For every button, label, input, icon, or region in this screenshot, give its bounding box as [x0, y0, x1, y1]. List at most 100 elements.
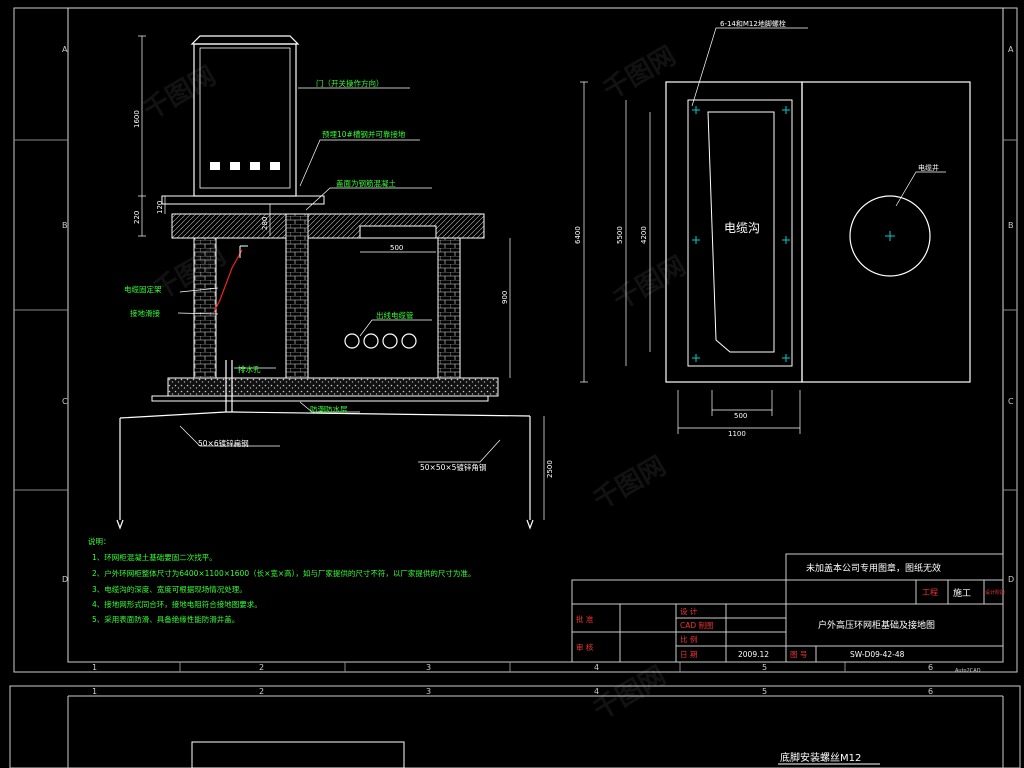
border-letter-d: D — [62, 575, 68, 584]
label-well: 电缆井 — [918, 163, 939, 172]
col-number-3: 3 — [426, 663, 431, 672]
elevation-view: 1600 220 120 280 500 900 2500 门（开关操作方向） … — [116, 35, 554, 530]
note-3: 3、电缆沟的深度、宽度可根据现场情况处理。 — [92, 584, 247, 594]
cable-pipe-4 — [401, 333, 417, 349]
well-area — [801, 81, 971, 383]
concrete-cover-slab — [171, 213, 485, 239]
stamp-note: 未加盖本公司专用图章，图纸无效 — [806, 562, 941, 574]
dim-500-elev: 500 — [390, 244, 403, 252]
slab-opening — [359, 225, 437, 239]
grounding-grid — [116, 411, 534, 530]
border-letters: A B C D A B C D — [62, 45, 1014, 584]
date-value: 2009.12 — [738, 650, 769, 659]
pit-outline — [687, 99, 793, 367]
stage-small: 设计阶段 — [985, 589, 1005, 596]
lower-col-2: 2 — [259, 687, 264, 696]
cable-well — [849, 195, 931, 277]
drawing-title: 户外高压环网柜基础及接地图 — [818, 619, 935, 631]
col-number-2: 2 — [259, 663, 264, 672]
cable-pipe-1 — [344, 333, 360, 349]
elevation-dimension-text: 1600 220 120 280 500 900 2500 — [133, 110, 554, 478]
cable-trench-outline — [707, 111, 775, 353]
design-row-4: 日 期 — [680, 650, 697, 659]
gravel-base — [167, 377, 499, 397]
design-row-3: 比 例 — [680, 634, 697, 644]
plan-dimension-text: 6400 5500 4200 500 1100 — [574, 226, 747, 438]
col-number-5: 5 — [762, 663, 767, 672]
note-4: 4、接地网形式同合环，接地电阻符合接地图要求。 — [92, 599, 262, 609]
elevation-leaders — [177, 87, 501, 463]
project-label: 工程 — [922, 588, 938, 597]
drawing-no: SW-D09-42-48 — [850, 650, 905, 659]
label-drain: 排水孔 — [238, 364, 261, 374]
dim-6400: 6400 — [574, 226, 582, 244]
approve-row-1: 批 准 — [576, 614, 594, 624]
dim-900: 900 — [501, 291, 509, 304]
border-letter-c-right: C — [1008, 397, 1014, 406]
title-block — [571, 553, 1004, 663]
column-numbers: 1 2 3 4 5 6 Auto2CAD — [92, 663, 981, 674]
label-waterproof: 防潮防水层 — [310, 404, 348, 414]
lower-col-6: 6 — [928, 687, 933, 696]
col-number-1: 1 — [92, 663, 97, 672]
dim-1100: 1100 — [728, 430, 746, 438]
watermark-5: 千图网 — [589, 451, 672, 516]
label-cover: 盖面为钢筋混凝土 — [336, 178, 396, 188]
watermark-1: 千图网 — [139, 61, 222, 126]
sheet-frame — [13, 7, 1018, 673]
title-block-text: 未加盖本公司专用图章，图纸无效 工程 施工 设计阶段 户外高压环网柜基础及接地图… — [576, 562, 1005, 659]
dim-4200: 4200 — [640, 226, 648, 244]
design-row-1: 设 计 — [680, 606, 698, 616]
dim-5500: 5500 — [616, 226, 624, 244]
label-bolts: 6-14和M12地脚螺栓 — [720, 19, 786, 28]
design-notes: 说明： 1、环网柜混凝土基础要固二次找平。 2、户外环网柜整体尺寸为6400×1… — [88, 536, 475, 624]
brick-wall-right — [437, 237, 461, 379]
plan-leaders — [691, 27, 946, 207]
note-2: 2、户外环网柜整体尺寸为6400×1100×1600（长×宽×高），如与厂家提供… — [92, 568, 475, 578]
lower-col-5: 5 — [762, 687, 767, 696]
dim-1600: 1600 — [133, 110, 141, 128]
elevation-white-labels: 50×6镀锌扁钢 50×50×5镀锌角钢 — [198, 438, 486, 472]
watermark-3: 千图网 — [149, 241, 232, 306]
plan-view: 6400 5500 4200 500 1100 6-14和M12地脚螺栓 电缆沟… — [574, 19, 971, 438]
ring-main-unit-cabinet — [190, 35, 300, 197]
label-outlet-pipe: 出线电缆管 — [376, 310, 414, 320]
lower-col-4: 4 — [594, 687, 599, 696]
watermark-6: 千图网 — [589, 661, 672, 726]
plan-dimensions — [580, 81, 801, 434]
label-flat-steel: 50×6镀锌扁钢 — [198, 438, 249, 448]
elevation-dimensions — [138, 35, 545, 520]
border-letter-b: B — [62, 221, 68, 230]
note-5: 5、采用表面防滑、具备绝缘性能防滑井盖。 — [92, 614, 239, 624]
notes-heading: 说明： — [88, 536, 111, 546]
lower-sheet-numbers: 1 2 3 4 5 6 — [92, 687, 933, 696]
scale-note: Auto2CAD — [955, 668, 981, 674]
label-angle-steel: 50×50×5镀锌角钢 — [420, 462, 486, 472]
lower-col-3: 3 — [426, 687, 431, 696]
approve-row-2: 审 核 — [576, 642, 594, 652]
col-number-6: 6 — [928, 663, 933, 672]
embedded-channel-steel — [161, 195, 325, 205]
dim-220: 220 — [133, 211, 141, 224]
outlet-cable-pipes — [344, 333, 417, 349]
bolt-markers — [692, 106, 895, 362]
border-letter-c: C — [62, 397, 68, 406]
elevation-labels: 门（开关操作方向） 预埋10#槽钢并可靠接地 盖面为钢筋混凝土 电缆固定架 接地… — [124, 78, 414, 414]
label-embedded-steel: 预埋10#槽钢并可靠接地 — [322, 129, 406, 139]
label-trench: 电缆沟 — [724, 221, 760, 235]
dim-2500: 2500 — [546, 460, 554, 478]
border-letter-a-right: A — [1008, 45, 1014, 54]
cable-pipe-2 — [363, 333, 379, 349]
stage: 施工 — [953, 587, 971, 599]
waterproof-layer — [151, 395, 489, 402]
border-letter-a: A — [62, 45, 68, 54]
label-ground-conn: 接地滑接 — [130, 308, 160, 318]
drawing-no-label: 图 号 — [790, 650, 807, 659]
dim-120: 120 — [156, 201, 164, 214]
lower-sheet-label: 底脚安装螺丝M12 — [780, 751, 861, 764]
dim-280: 280 — [261, 217, 269, 230]
note-1: 1、环网柜混凝土基础要固二次找平。 — [92, 552, 217, 562]
ground-conductor — [213, 249, 243, 313]
col-number-4: 4 — [594, 663, 599, 672]
